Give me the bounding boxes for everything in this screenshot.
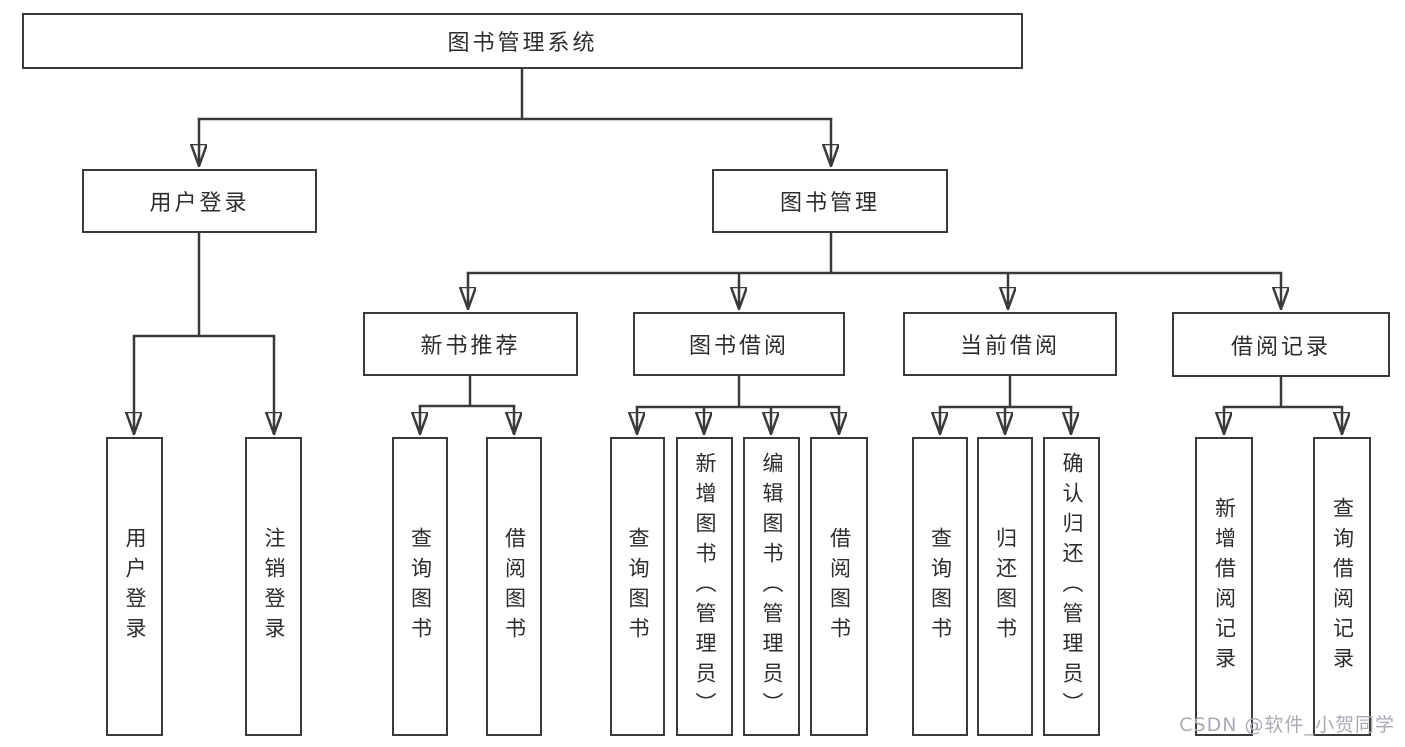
leaf-borrow-book-recommend-label: 借阅图书 — [502, 526, 527, 647]
leaf-query-book-current: 查询图书 — [912, 437, 968, 736]
node-book-management: 图书管理 — [712, 169, 948, 233]
leaf-logout-label: 注销登录 — [262, 526, 286, 647]
leaf-add-borrow-record-label: 新增借阅记录 — [1212, 496, 1237, 677]
leaf-borrow-book-borrowing-label: 借阅图书 — [827, 526, 852, 647]
leaf-edit-book-admin: 编辑图书（管理员） — [743, 437, 800, 736]
leaf-add-book-admin-label: 新增图书（管理员） — [693, 451, 717, 722]
leaf-edit-book-admin-label: 编辑图书（管理员） — [760, 451, 784, 722]
leaf-query-borrow-record: 查询借阅记录 — [1313, 437, 1371, 736]
leaf-query-book-borrowing-label: 查询图书 — [626, 526, 650, 647]
node-borrowing-records: 借阅记录 — [1172, 312, 1390, 377]
node-book-borrowing: 图书借阅 — [633, 312, 845, 376]
leaf-query-book-recommend-label: 查询图书 — [408, 526, 433, 647]
leaf-logout: 注销登录 — [245, 437, 302, 736]
leaf-borrow-book-borrowing: 借阅图书 — [810, 437, 868, 736]
leaf-return-book-label: 归还图书 — [993, 526, 1018, 647]
leaf-query-book-current-label: 查询图书 — [928, 526, 953, 647]
leaf-borrow-book-recommend: 借阅图书 — [486, 437, 542, 736]
leaf-user-login-label: 用户登录 — [123, 526, 147, 647]
node-root: 图书管理系统 — [22, 13, 1023, 69]
node-new-book-recommend: 新书推荐 — [363, 312, 578, 376]
leaf-return-book: 归还图书 — [977, 437, 1033, 736]
leaf-add-borrow-record: 新增借阅记录 — [1195, 437, 1253, 736]
leaf-add-book-admin: 新增图书（管理员） — [676, 437, 733, 736]
leaf-user-login: 用户登录 — [106, 437, 163, 736]
leaf-confirm-return-admin: 确认归还（管理员） — [1043, 437, 1100, 736]
leaf-query-borrow-record-label: 查询借阅记录 — [1330, 496, 1355, 677]
leaf-query-book-recommend: 查询图书 — [392, 437, 448, 736]
leaf-query-book-borrowing: 查询图书 — [610, 437, 665, 736]
node-current-borrowing: 当前借阅 — [903, 312, 1117, 376]
leaf-confirm-return-admin-label: 确认归还（管理员） — [1060, 451, 1084, 722]
node-user-login: 用户登录 — [82, 169, 317, 233]
